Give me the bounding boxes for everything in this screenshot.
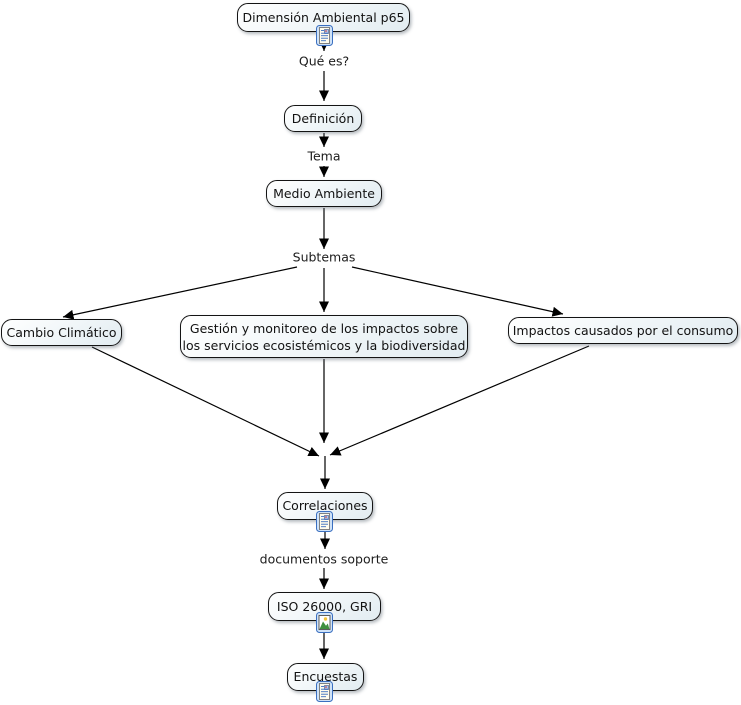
image-icon[interactable] [316, 612, 333, 633]
node-label: ISO 26000, GRI [276, 598, 373, 614]
document-icon[interactable] [316, 25, 333, 46]
node-label: Dimensión Ambiental p65 [242, 9, 405, 25]
linking-phrase-documentos-soporte[interactable]: documentos soporte [256, 551, 392, 567]
edges-group [62, 33, 590, 659]
linking-phrase-que-es[interactable]: Qué es? [295, 53, 353, 69]
node-cambio-climatico[interactable]: Cambio Climático [1, 319, 122, 346]
node-label: Impactos causados por el consumo [512, 322, 734, 338]
document-icon[interactable] [316, 511, 333, 532]
node-label-line1: Gestión y monitoreo de los impactos sobr… [189, 320, 459, 336]
linking-phrase-tema[interactable]: Tema [304, 148, 344, 164]
linking-phrase-subtemas[interactable]: Subtemas [289, 249, 359, 265]
document-icon[interactable] [316, 681, 333, 702]
node-label: Encuestas [293, 669, 358, 684]
node-label: Correlaciones [282, 498, 368, 513]
node-label: Definición [291, 110, 355, 126]
node-label: Cambio Climático [6, 324, 117, 340]
node-gestion-monitoreo[interactable]: Gestión y monitoreo de los impactos sobr… [180, 315, 468, 358]
node-definicion[interactable]: Definición [284, 105, 362, 132]
node-label-line2: los servicios ecosistémicos y la biodive… [182, 337, 466, 353]
node-label: Medio Ambiente [273, 185, 375, 201]
node-impactos-consumo[interactable]: Impactos causados por el consumo [508, 317, 738, 344]
node-medio-ambiente[interactable]: Medio Ambiente [266, 180, 382, 207]
